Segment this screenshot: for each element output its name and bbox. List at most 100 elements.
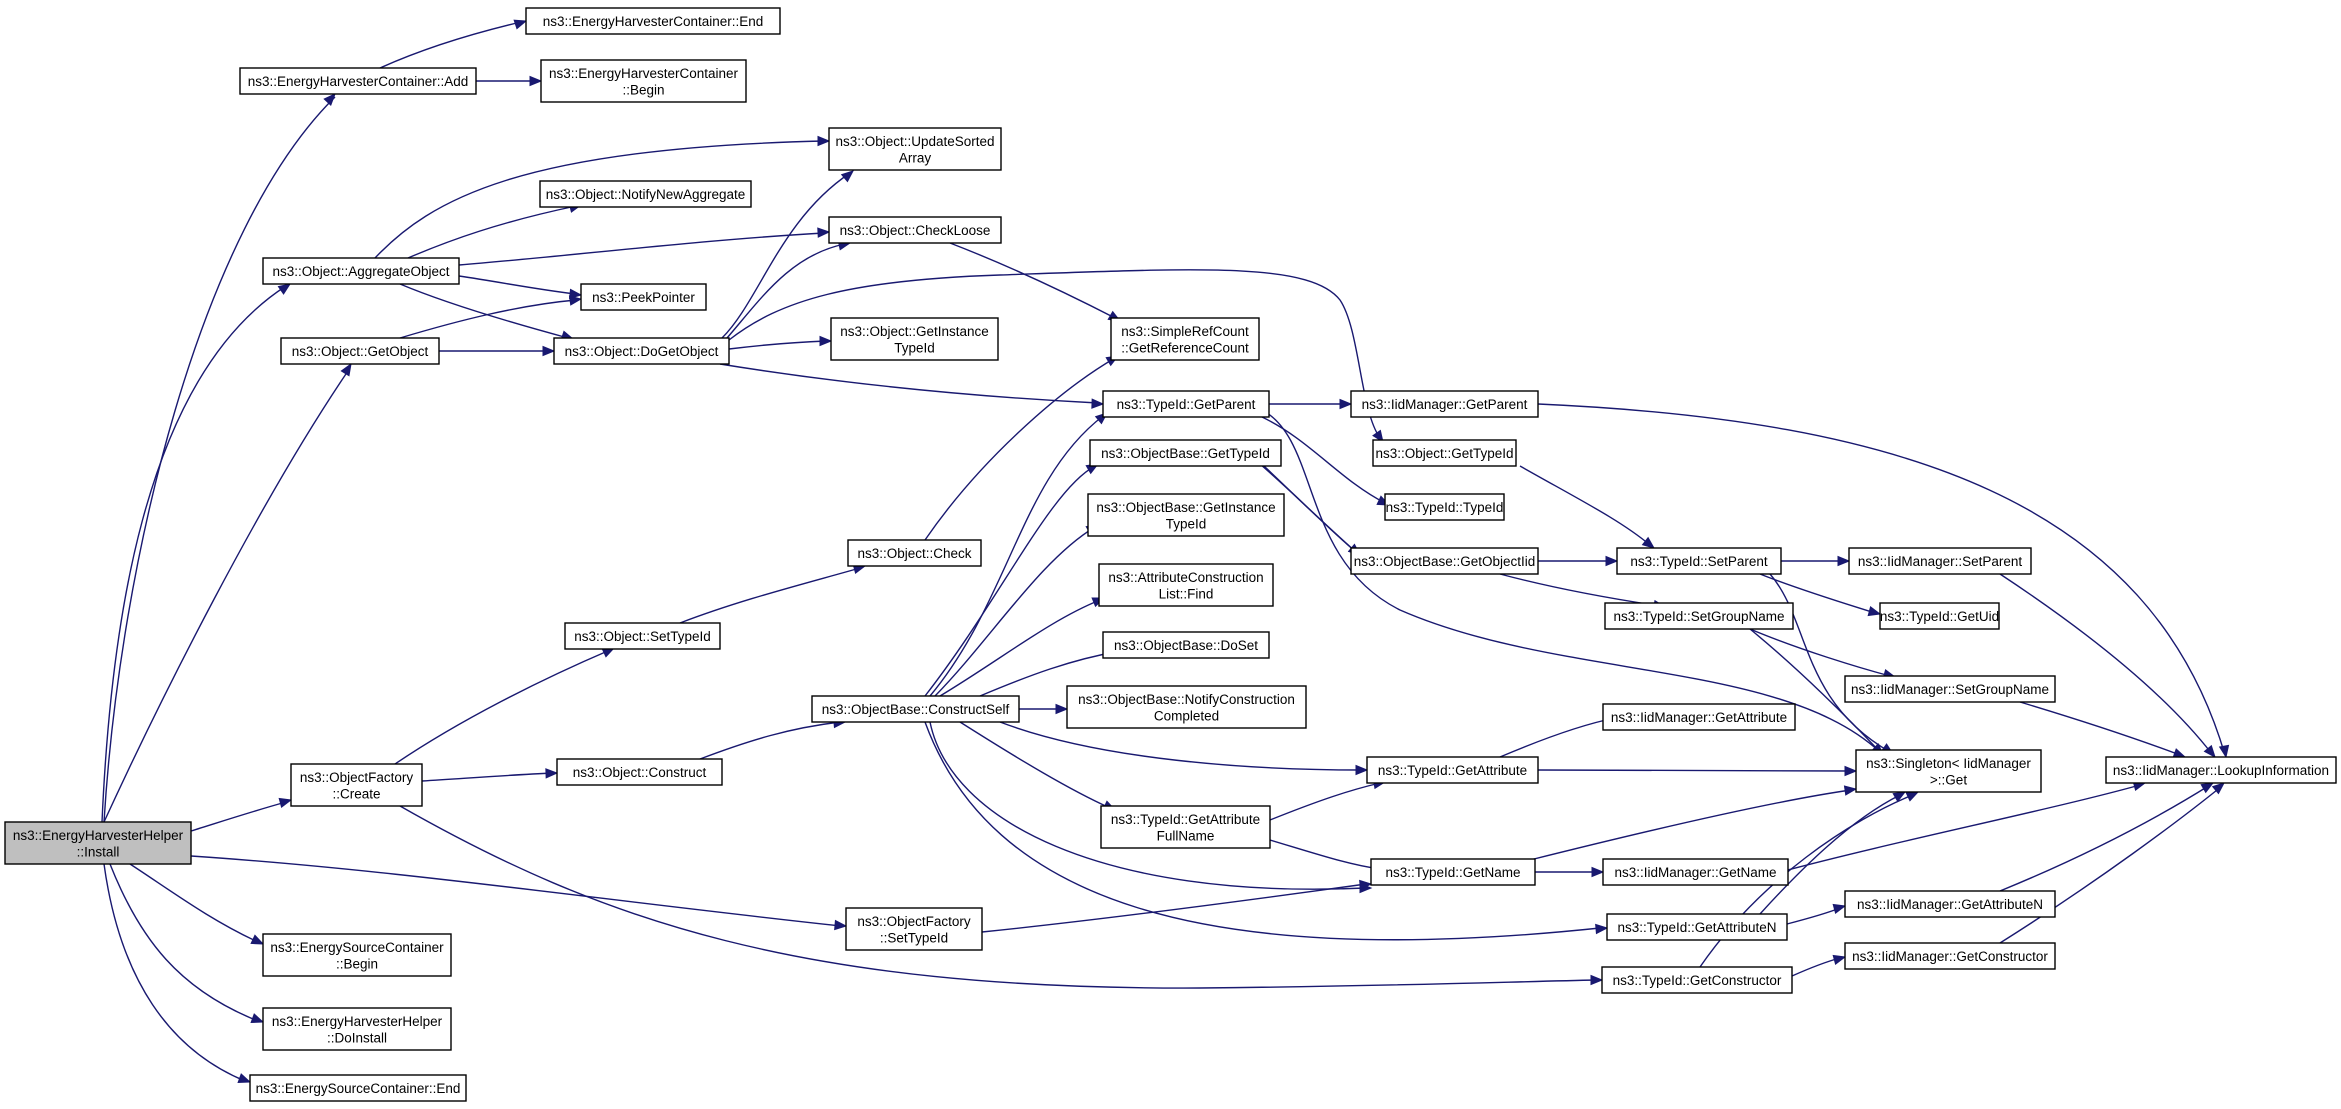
node-box[interactable] xyxy=(1384,493,1505,521)
node-box[interactable] xyxy=(847,539,982,567)
node-ob-gettypeid[interactable]: ns3::ObjectBase::GetTypeId xyxy=(1089,439,1282,467)
node-esc-end[interactable]: ns3::EnergySourceContainer::End xyxy=(249,1074,467,1102)
node-ehc-end[interactable]: ns3::EnergyHarvesterContainer::End xyxy=(525,7,781,35)
node-ob-doset[interactable]: ns3::ObjectBase::DoSet xyxy=(1102,631,1270,659)
node-iid-setgroupname[interactable]: ns3::IidManager::SetGroupName xyxy=(1844,675,2056,703)
node-box[interactable] xyxy=(1616,547,1782,575)
node-box[interactable] xyxy=(1066,685,1307,729)
node-box[interactable] xyxy=(845,907,983,951)
node-box[interactable] xyxy=(1844,890,2056,918)
node-typeid-getattributen[interactable]: ns3::TypeId::GetAttributeN xyxy=(1606,913,1788,941)
node-box[interactable] xyxy=(1098,563,1274,607)
node-obj-gettypeid[interactable]: ns3::Object::GetTypeId xyxy=(1372,439,1517,467)
node-typeid-setgroupname[interactable]: ns3::TypeId::SetGroupName xyxy=(1604,602,1794,630)
node-box[interactable] xyxy=(580,283,707,311)
node-box[interactable] xyxy=(1366,756,1539,784)
node-iid-getname[interactable]: ns3::IidManager::GetName xyxy=(1602,858,1789,886)
node-obj-checkloose[interactable]: ns3::Object::CheckLoose xyxy=(828,216,1002,244)
node-typeid-getparent[interactable]: ns3::TypeId::GetParent xyxy=(1102,390,1270,418)
node-iid-setparent[interactable]: ns3::IidManager::SetParent xyxy=(1848,547,2032,575)
node-box[interactable] xyxy=(1602,858,1789,886)
node-typeid-getconstructor[interactable]: ns3::TypeId::GetConstructor xyxy=(1601,966,1793,994)
node-of-create[interactable]: ns3::ObjectFactory::Create xyxy=(290,763,423,807)
node-box[interactable] xyxy=(280,337,440,365)
node-box[interactable] xyxy=(262,1007,452,1051)
node-obj-check[interactable]: ns3::Object::Check xyxy=(847,539,982,567)
node-box[interactable] xyxy=(1372,439,1517,467)
arrow-head-icon xyxy=(1844,765,1858,777)
node-box[interactable] xyxy=(1350,547,1539,575)
node-box[interactable] xyxy=(4,821,192,865)
node-ob-constructself[interactable]: ns3::ObjectBase::ConstructSelf xyxy=(811,695,1020,723)
node-box[interactable] xyxy=(249,1074,467,1102)
node-peekpointer[interactable]: ns3::PeekPointer xyxy=(580,283,707,311)
node-ob-getobjectiid[interactable]: ns3::ObjectBase::GetObjectIid xyxy=(1350,547,1539,575)
node-box[interactable] xyxy=(1087,493,1285,537)
node-box[interactable] xyxy=(1102,390,1270,418)
node-install[interactable]: ns3::EnergyHarvesterHelper::Install xyxy=(4,821,192,865)
node-box[interactable] xyxy=(1855,749,2042,793)
node-esc-begin[interactable]: ns3::EnergySourceContainer::Begin xyxy=(262,933,452,977)
node-box[interactable] xyxy=(262,933,452,977)
node-box[interactable] xyxy=(1110,317,1260,361)
node-box[interactable] xyxy=(262,257,460,285)
node-box[interactable] xyxy=(1370,858,1536,886)
edge-line xyxy=(421,772,553,782)
node-iid-getattribute[interactable]: ns3::IidManager::GetAttribute xyxy=(1602,703,1796,731)
node-box[interactable] xyxy=(828,127,1002,171)
node-box[interactable] xyxy=(553,337,730,365)
node-iid-getattributen[interactable]: ns3::IidManager::GetAttributeN xyxy=(1844,890,2056,918)
node-box[interactable] xyxy=(1602,703,1796,731)
node-box[interactable] xyxy=(1100,805,1271,849)
node-singleton-get[interactable]: ns3::Singleton< IidManager>::Get xyxy=(1855,749,2042,793)
node-typeid-typeid[interactable]: ns3::TypeId::TypeId xyxy=(1384,493,1505,521)
node-box[interactable] xyxy=(239,67,477,95)
node-obj-notifynewaggregate[interactable]: ns3::Object::NotifyNewAggregate xyxy=(539,180,752,208)
node-box[interactable] xyxy=(1606,913,1788,941)
node-iid-lookupinfo[interactable]: ns3::IidManager::LookupInformation xyxy=(2105,756,2337,784)
node-obj-aggregate[interactable]: ns3::Object::AggregateObject xyxy=(262,257,460,285)
node-box[interactable] xyxy=(556,758,723,786)
node-box[interactable] xyxy=(1102,631,1270,659)
node-label: ns3::ObjectBase::GetTypeId xyxy=(1101,446,1270,461)
node-box[interactable] xyxy=(290,763,423,807)
edge-ob-constructself-to-ob-gettypeid xyxy=(924,463,1100,697)
node-ehh-doinstall[interactable]: ns3::EnergyHarvesterHelper::DoInstall xyxy=(262,1007,452,1051)
node-box[interactable] xyxy=(811,695,1020,723)
node-box[interactable] xyxy=(1844,942,2056,970)
node-box[interactable] xyxy=(540,59,747,103)
node-box[interactable] xyxy=(539,180,752,208)
node-box[interactable] xyxy=(564,622,721,650)
node-box[interactable] xyxy=(1089,439,1282,467)
node-typeid-getuid[interactable]: ns3::TypeId::GetUid xyxy=(1879,602,2000,630)
node-box[interactable] xyxy=(1844,675,2056,703)
node-ehc-begin[interactable]: ns3::EnergyHarvesterContainer::Begin xyxy=(540,59,747,103)
node-box[interactable] xyxy=(830,317,999,361)
node-obj-construct[interactable]: ns3::Object::Construct xyxy=(556,758,723,786)
node-box[interactable] xyxy=(1350,390,1539,418)
node-typeid-getname[interactable]: ns3::TypeId::GetName xyxy=(1370,858,1536,886)
node-box[interactable] xyxy=(2105,756,2337,784)
node-obj-dogetobject[interactable]: ns3::Object::DoGetObject xyxy=(553,337,730,365)
node-typeid-setparent[interactable]: ns3::TypeId::SetParent xyxy=(1616,547,1782,575)
node-ob-notifyconstruction[interactable]: ns3::ObjectBase::NotifyConstructionCompl… xyxy=(1066,685,1307,729)
node-box[interactable] xyxy=(525,7,781,35)
node-box[interactable] xyxy=(1879,602,2000,630)
node-srefcount-getref[interactable]: ns3::SimpleRefCount::GetReferenceCount xyxy=(1110,317,1260,361)
node-ehc-add[interactable]: ns3::EnergyHarvesterContainer::Add xyxy=(239,67,477,95)
node-obj-getobject[interactable]: ns3::Object::GetObject xyxy=(280,337,440,365)
node-box[interactable] xyxy=(1601,966,1793,994)
node-iid-getconstructor[interactable]: ns3::IidManager::GetConstructor xyxy=(1844,942,2056,970)
node-box[interactable] xyxy=(1848,547,2032,575)
node-box[interactable] xyxy=(1604,602,1794,630)
node-box[interactable] xyxy=(828,216,1002,244)
node-obj-settypeid[interactable]: ns3::Object::SetTypeId xyxy=(564,622,721,650)
node-iid-getparent[interactable]: ns3::IidManager::GetParent xyxy=(1350,390,1539,418)
node-of-settypeid[interactable]: ns3::ObjectFactory::SetTypeId xyxy=(845,907,983,951)
node-typeid-getattribute[interactable]: ns3::TypeId::GetAttribute xyxy=(1366,756,1539,784)
